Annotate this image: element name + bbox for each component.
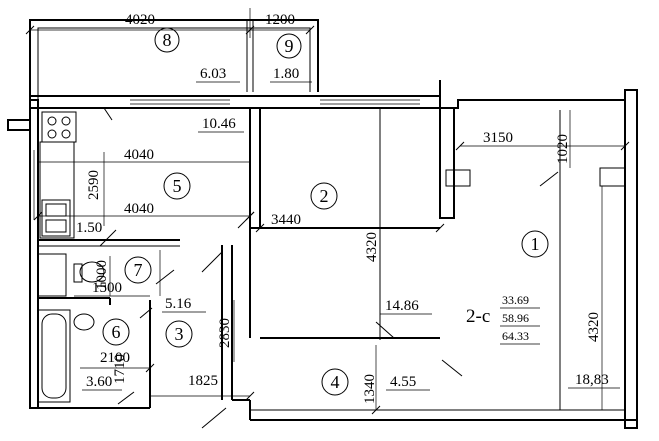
- outer-walls: [7, 80, 638, 429]
- room-number-3: 3: [175, 324, 184, 344]
- dim-room-height-main: 4320: [364, 232, 380, 262]
- dim-hall-width: 1825: [188, 373, 218, 389]
- dim-bath-width: 2100: [100, 350, 130, 366]
- room-circle-1: 1: [521, 230, 549, 258]
- room-number-8: 8: [163, 30, 172, 50]
- area-room-3: 5.16: [165, 296, 192, 312]
- room-circle-6: 6: [102, 318, 130, 346]
- room-number-7: 7: [134, 260, 143, 280]
- toilet: [37, 253, 105, 297]
- dim-kitchen-width: 4040: [124, 147, 154, 163]
- dim-loggia-width: 1200: [265, 12, 295, 28]
- dim-bedroom-depth: 3150: [483, 130, 513, 146]
- area-room-1: 18,83: [575, 372, 609, 388]
- room-number-6: 6: [112, 322, 121, 342]
- dim-bath-depth: 1710: [112, 354, 128, 384]
- usable-area: 58.96: [502, 311, 529, 325]
- area-summary: 2-с 33.69 58.96 64.33: [466, 293, 540, 345]
- kitchen-counter: [39, 141, 75, 239]
- room-circle-2: 2: [310, 182, 338, 210]
- apartment-type-label: 2-с: [466, 306, 490, 327]
- area-room-7: 1.50: [76, 220, 102, 236]
- dim-room2-width: 3440: [271, 212, 301, 228]
- dim-balcony-width: 4020: [125, 12, 155, 28]
- area-room-2: 14.86: [385, 298, 419, 314]
- interior-walls: [38, 107, 626, 410]
- balcony-outline: [29, 19, 319, 100]
- dim-toilet-width: 1500: [92, 280, 122, 296]
- room-circle-8: 8: [154, 27, 180, 53]
- area-room-9: 1.80: [273, 66, 299, 82]
- stove: [41, 111, 77, 143]
- area-room-6: 3.60: [86, 374, 112, 390]
- dim-hall-height: 2830: [217, 318, 233, 348]
- living-area: 33.69: [502, 293, 529, 307]
- bathtub: [37, 309, 71, 403]
- area-room-4: 4.55: [390, 374, 416, 390]
- total-area: 64.33: [502, 329, 529, 343]
- washbasin: [73, 313, 95, 331]
- dim-room-height-right: 4320: [586, 312, 602, 342]
- room-number-4: 4: [331, 372, 340, 392]
- room-number-1: 1: [531, 234, 540, 254]
- dimension-lines: [25, 8, 630, 415]
- room-circle-3: 3: [165, 320, 193, 348]
- dim-corridor-depth: 1340: [362, 374, 378, 404]
- dim-kitchen-depth: 2590: [86, 170, 102, 200]
- dim-bedroom-small: 1020: [555, 134, 571, 164]
- room-circle-5: 5: [163, 172, 191, 200]
- room-circle-7: 7: [124, 256, 152, 284]
- room-circle-4: 4: [321, 368, 349, 396]
- room-number-2: 2: [320, 186, 329, 206]
- kitchen-sink: [41, 199, 71, 237]
- dim-kitchen-width-2: 4040: [124, 201, 154, 217]
- room-number-5: 5: [173, 176, 182, 196]
- area-room-5: 10.46: [202, 116, 236, 132]
- room-circle-9: 9: [276, 33, 302, 59]
- area-room-8: 6.03: [200, 66, 226, 82]
- dim-toilet-depth: 1000: [94, 260, 110, 290]
- doors: [103, 107, 559, 429]
- room-number-9: 9: [285, 36, 294, 56]
